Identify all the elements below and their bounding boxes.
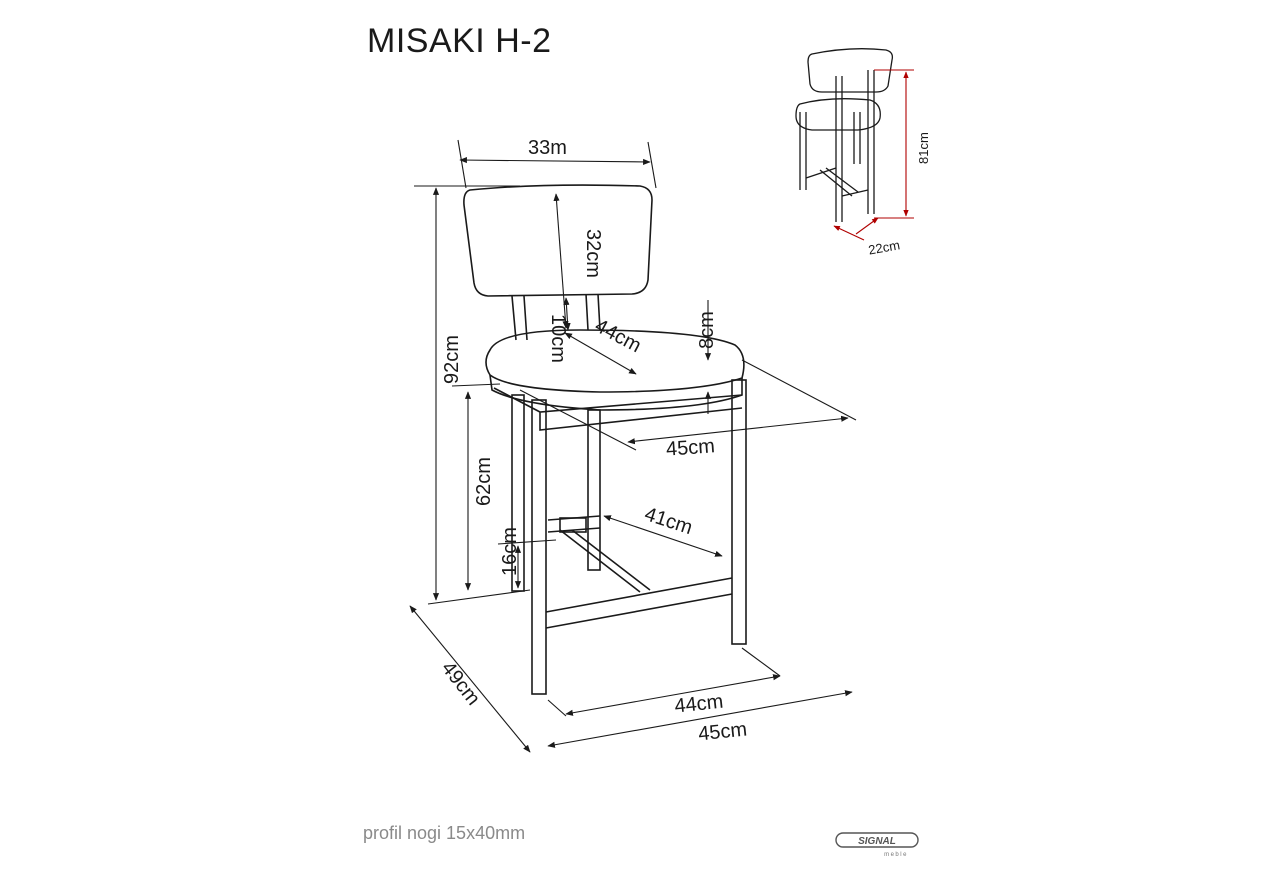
label-footrest-height: 16cm	[499, 527, 521, 576]
footrest-front	[545, 577, 733, 629]
leg-rear-left	[511, 394, 525, 592]
inset-legs	[799, 70, 875, 222]
back-support	[511, 293, 601, 341]
inset-footrest	[805, 167, 869, 197]
logo-sub: meble	[884, 852, 908, 858]
dimension-lines	[409, 139, 857, 753]
signal-logo: SIGNAL meble	[835, 832, 919, 858]
label-backrest-gap: 10cm	[547, 314, 569, 363]
label-base-width-outer: 45cm	[697, 718, 748, 745]
label-inset-offset: 22cm	[867, 237, 901, 257]
leg-front-right	[731, 379, 747, 645]
inset-side-view: 81cm 22cm	[795, 48, 931, 258]
logo-brand: SIGNAL	[858, 836, 896, 847]
label-footrest-width: 41cm	[642, 503, 695, 539]
dimension-labels: 33m 92cm 32cm 10cm 44cm 8cm 45cm 62cm 41…	[437, 137, 748, 745]
label-seat-height: 62cm	[473, 457, 495, 506]
label-base-width-inner: 44cm	[673, 691, 724, 718]
label-seat-width: 45cm	[665, 435, 715, 460]
backrest-shape	[463, 184, 653, 297]
label-backrest-height: 32cm	[582, 229, 604, 278]
label-backrest-width: 33m	[528, 137, 567, 159]
leg-profile-note: profil nogi 15x40mm	[363, 823, 526, 843]
leg-front-left	[531, 399, 547, 695]
label-seat-depth: 44cm	[591, 315, 645, 357]
seat-frame	[493, 387, 743, 431]
label-total-height: 92cm	[441, 335, 463, 384]
label-seat-thickness: 8cm	[696, 311, 718, 349]
product-title: MISAKI H-2	[367, 22, 552, 60]
leg-rear-right	[587, 409, 601, 571]
label-base-depth: 49cm	[437, 657, 484, 709]
footrest-side	[547, 515, 651, 593]
inset-backrest	[807, 48, 894, 93]
footrest-bracket	[559, 517, 587, 533]
label-inset-height: 81cm	[916, 132, 931, 164]
